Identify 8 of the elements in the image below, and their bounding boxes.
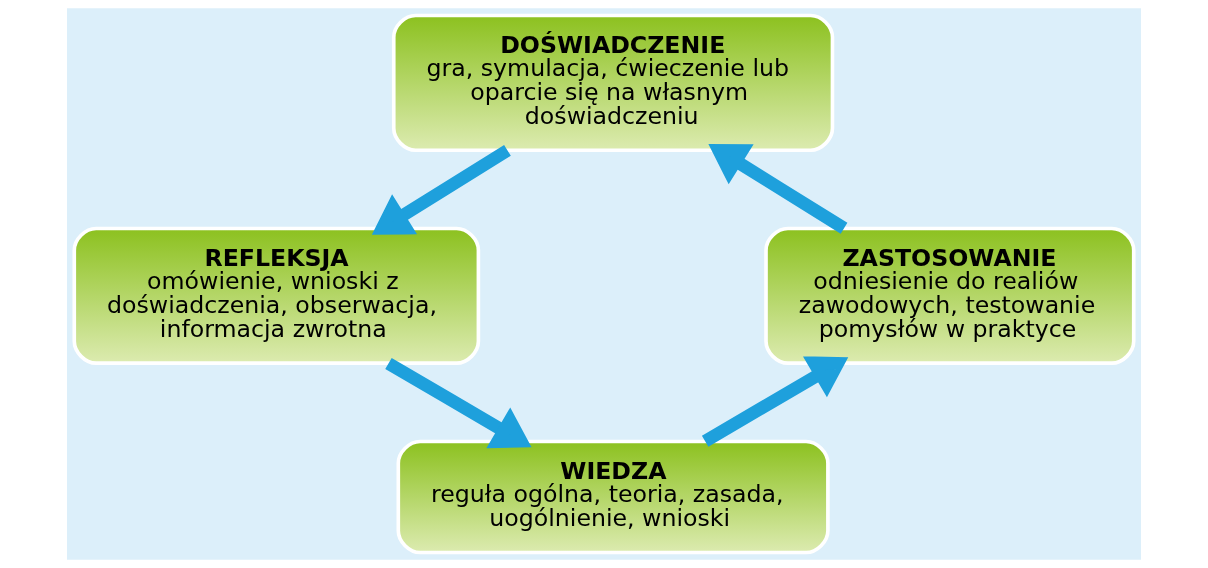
node-box: DOŚWIADCZENIE gra, symulacja, ćwieczenie lub oparcie się na własnym doświadczeniu (391, 13, 835, 153)
arrow (385, 357, 532, 449)
node-box: REFLEKSJA omówienie, wnioski z doświadczenia, obserwacja, informacja zwrotna (72, 226, 481, 365)
arrow (708, 143, 848, 234)
arrow (701, 356, 849, 447)
arrow (371, 144, 511, 235)
node-box: WIEDZA reguła ogólna, teoria, zasada, uogólnienie, wnioski (396, 439, 830, 555)
node-box: ZASTOSOWANIE odniesienie do realiów zawodowych, testowanie pomysłów w praktyce (764, 226, 1136, 365)
